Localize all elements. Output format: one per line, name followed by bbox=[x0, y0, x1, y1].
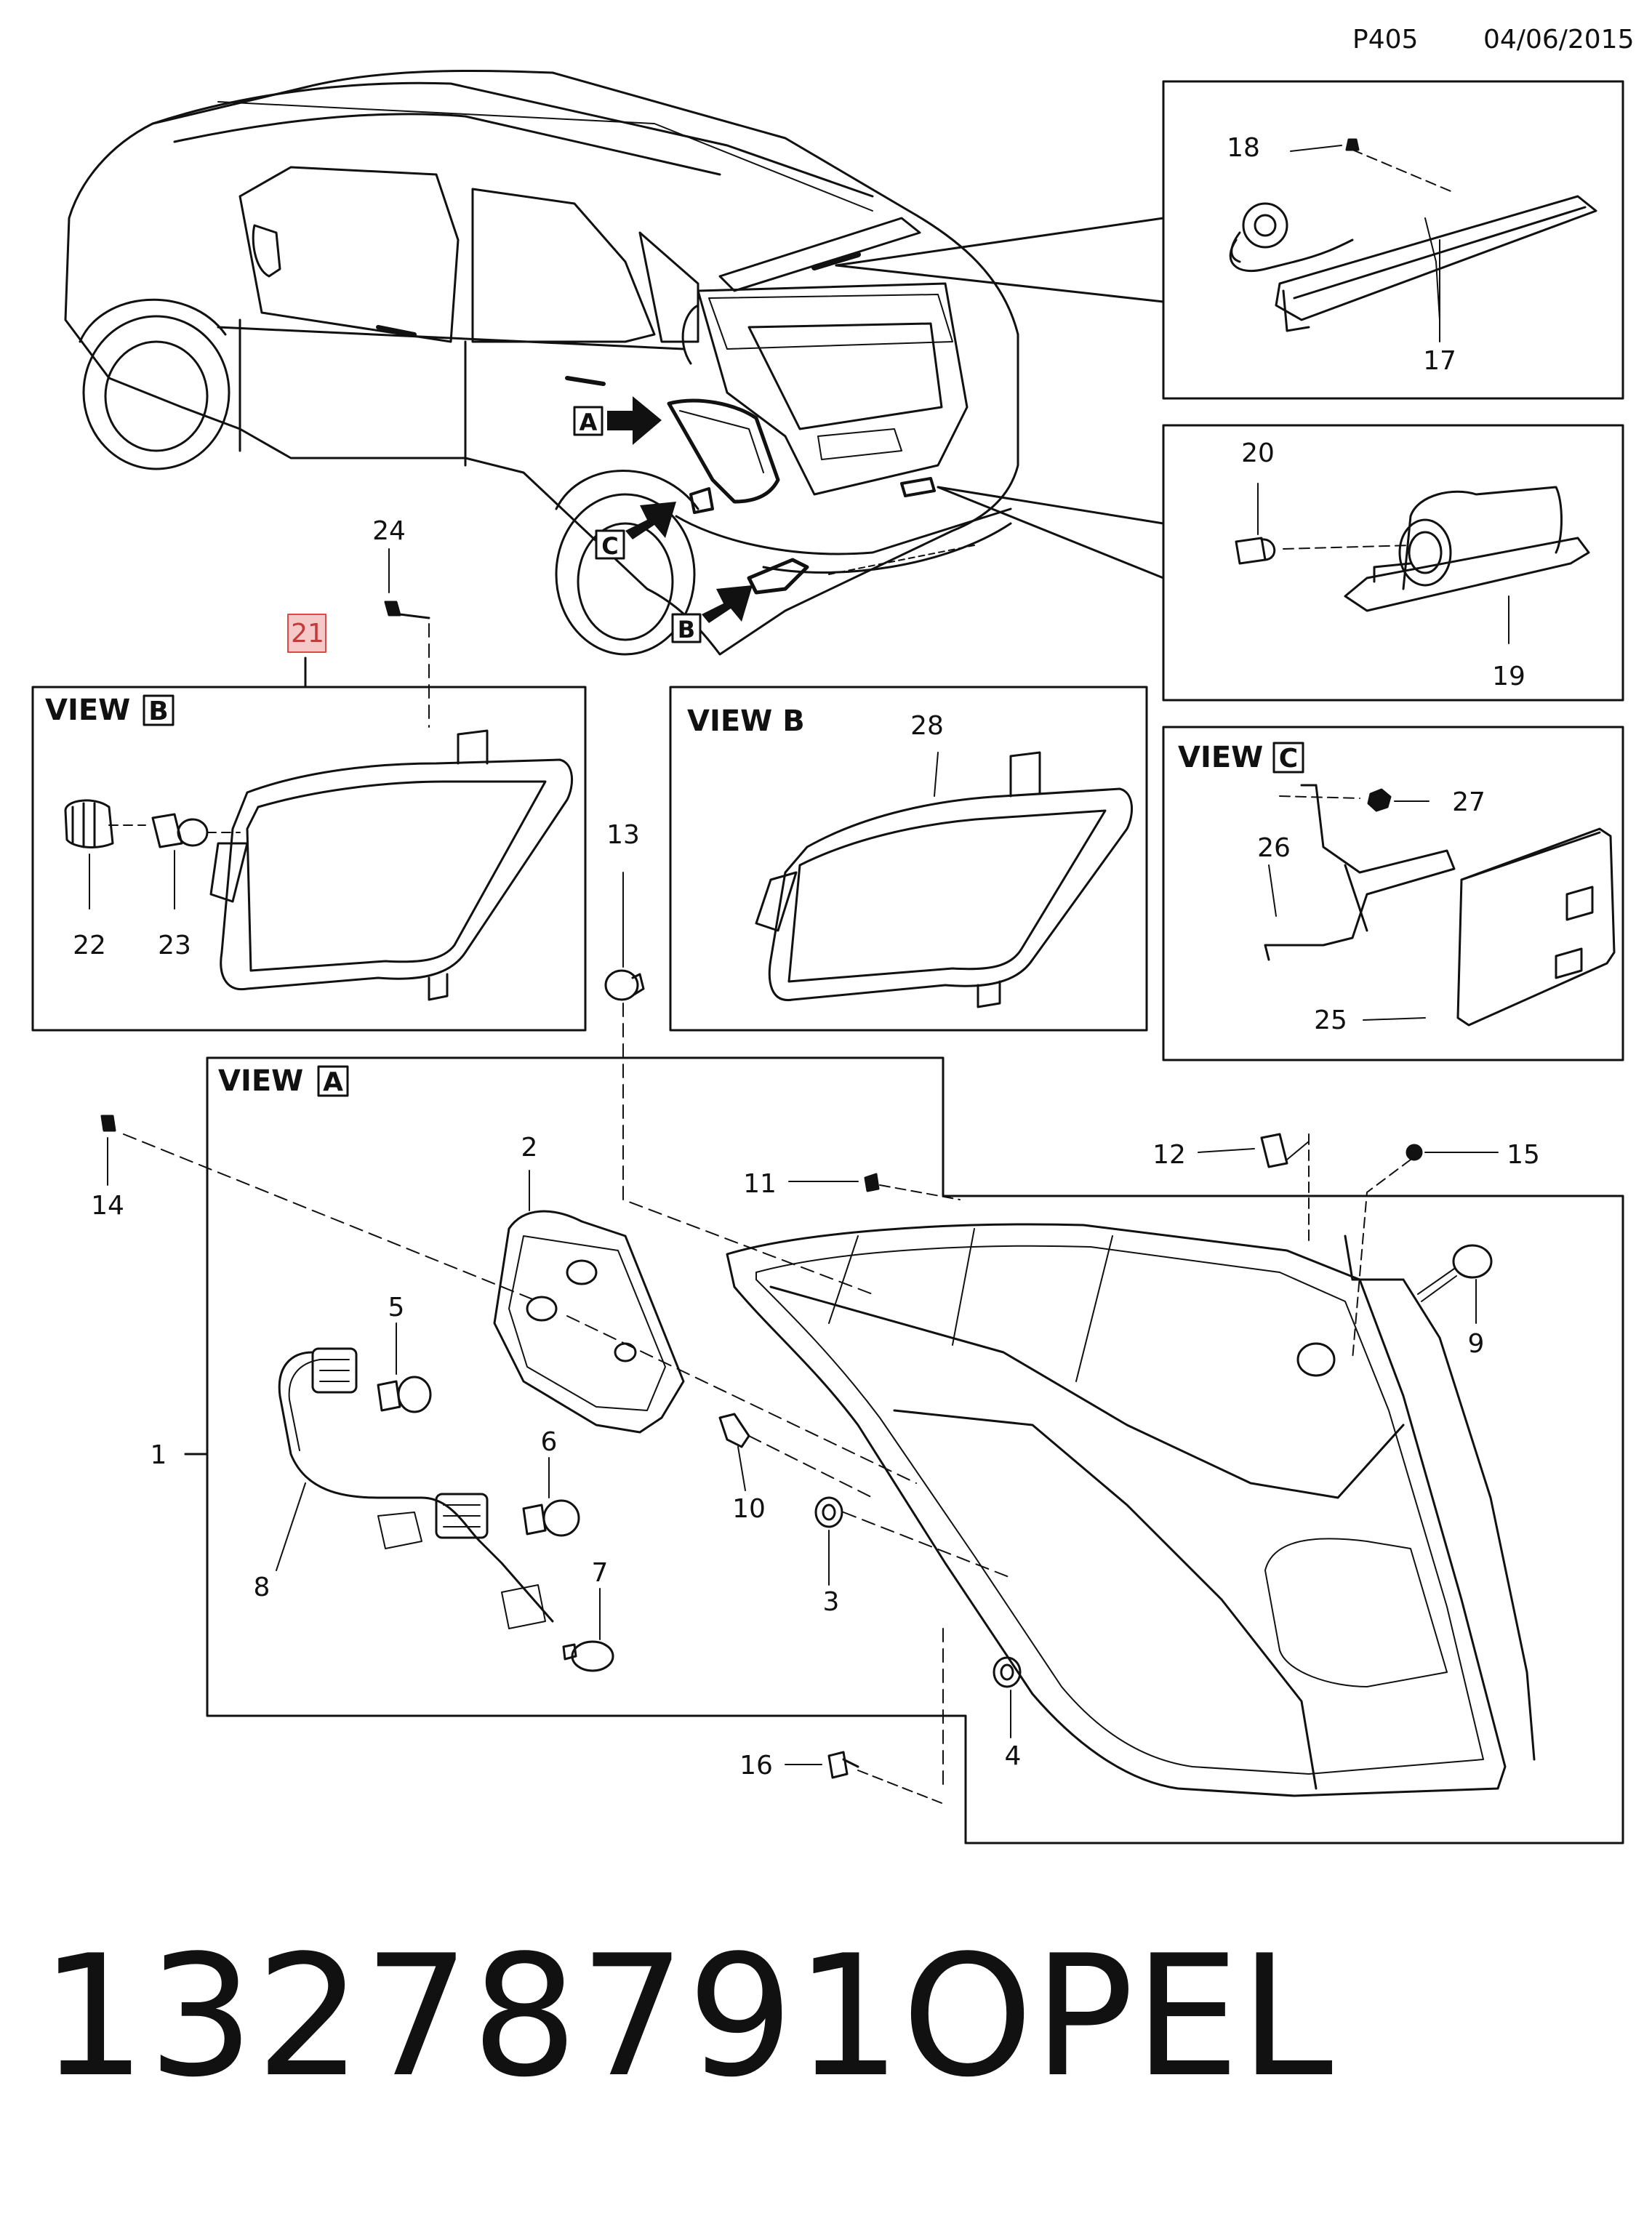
callout-25: 25 bbox=[1314, 1005, 1347, 1035]
view-a-letter: A bbox=[323, 1067, 343, 1097]
arrow-c-group bbox=[595, 502, 676, 560]
view-b-left-letter: B bbox=[148, 697, 168, 726]
view-b-left-letter-box bbox=[143, 694, 175, 726]
view-b-right-title: VIEW B bbox=[687, 704, 805, 738]
callout-18: 18 bbox=[1227, 133, 1260, 163]
callout-3: 3 bbox=[823, 1587, 840, 1617]
callout-2: 2 bbox=[521, 1133, 538, 1163]
detail-panel-high-mount-lamp bbox=[835, 80, 1624, 400]
arrow-a-icon bbox=[607, 396, 662, 445]
arrow-a-group bbox=[573, 396, 662, 445]
callout-21-highlight bbox=[287, 614, 326, 653]
callout-14: 14 bbox=[91, 1191, 124, 1221]
arrow-c-icon bbox=[625, 502, 676, 539]
callout-28: 28 bbox=[910, 711, 944, 741]
callout-9: 9 bbox=[1468, 1329, 1485, 1359]
callout-16: 16 bbox=[739, 1751, 773, 1781]
arrow-b-group bbox=[671, 585, 753, 643]
vehicle-illustration bbox=[64, 69, 1019, 656]
callout-24: 24 bbox=[372, 516, 406, 546]
callout-6: 6 bbox=[541, 1427, 558, 1457]
callout-23: 23 bbox=[158, 931, 191, 960]
callout-5: 5 bbox=[388, 1293, 405, 1322]
part-number: 13278791 bbox=[40, 1920, 903, 2114]
callout-13: 13 bbox=[606, 820, 640, 850]
view-a-title: VIEW bbox=[218, 1064, 303, 1098]
callout-7: 7 bbox=[592, 1558, 609, 1588]
callout-15: 15 bbox=[1507, 1140, 1540, 1170]
page-code: P405 bbox=[1352, 25, 1419, 55]
callout-8: 8 bbox=[254, 1573, 270, 1602]
view-a-letter-box bbox=[317, 1065, 349, 1097]
arrow-b-label-box bbox=[671, 613, 702, 643]
view-c-letter: C bbox=[1279, 744, 1298, 774]
brand-name: OPEL bbox=[902, 1920, 1334, 2114]
callout-4: 4 bbox=[1005, 1741, 1022, 1771]
callout-26: 26 bbox=[1257, 833, 1291, 863]
view-c-title: VIEW bbox=[1178, 741, 1263, 774]
detail-panel-license-lamp bbox=[937, 424, 1624, 702]
detail-panel-view-a bbox=[100, 1056, 1624, 1844]
arrow-b-icon bbox=[702, 585, 753, 623]
callout-21: 21 bbox=[291, 619, 324, 649]
callout-17: 17 bbox=[1423, 346, 1456, 376]
callout-19: 19 bbox=[1492, 662, 1525, 691]
arrow-a-label-box bbox=[573, 406, 604, 436]
callout-20: 20 bbox=[1241, 438, 1275, 468]
arrow-c-label-box bbox=[595, 529, 625, 560]
arrow-c-label: C bbox=[601, 532, 618, 560]
detail-panel-view-b-right bbox=[669, 686, 1148, 1032]
callout-1: 1 bbox=[151, 1440, 167, 1470]
callout-27: 27 bbox=[1452, 787, 1485, 817]
callout-10: 10 bbox=[732, 1494, 766, 1524]
view-c-letter-box bbox=[1272, 742, 1304, 774]
arrow-a-label: A bbox=[580, 409, 598, 436]
detail-panel-view-b-left bbox=[31, 548, 587, 1032]
diagram-date: 04/06/2015 bbox=[1483, 25, 1635, 55]
callout-12: 12 bbox=[1152, 1140, 1186, 1170]
view-b-left-title: VIEW bbox=[45, 694, 130, 727]
part-13-clip bbox=[604, 872, 873, 1295]
detail-panel-view-c bbox=[1162, 726, 1624, 1061]
callout-22: 22 bbox=[73, 931, 106, 960]
arrow-b-label: B bbox=[678, 616, 695, 643]
callout-11: 11 bbox=[743, 1169, 777, 1199]
